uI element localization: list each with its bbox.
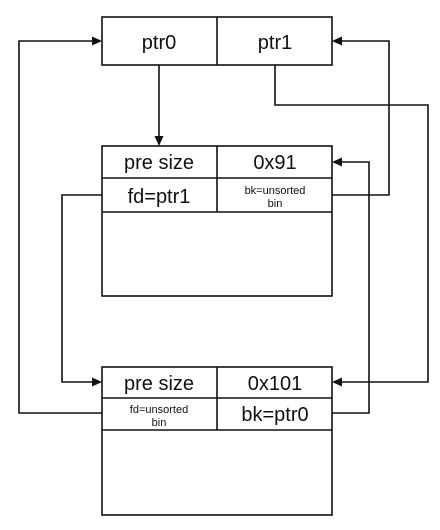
chunk-b-fd-line2: bin bbox=[152, 417, 167, 429]
arrow-chunk-b-bk-to-chunk-a bbox=[332, 157, 370, 414]
arrow-chunk-a-fd-line bbox=[61, 194, 102, 383]
arrow-ptr0-to-chunk-a bbox=[154, 65, 164, 146]
arrow-chunk-b-fd-to-ptr0 bbox=[18, 36, 102, 414]
arrow-chunk-b-fd-line bbox=[18, 40, 102, 414]
chunk-b-size: 0x101 bbox=[248, 373, 303, 395]
chunk-a-prev-size: pre size bbox=[124, 152, 194, 174]
chunk-b: pre size 0x101 fd=unsorted bin bk=ptr0 bbox=[101, 366, 333, 516]
arrow-chunk-a-bk-to-ptr1 bbox=[332, 36, 390, 196]
arrow-chunk-b-fd-head bbox=[92, 36, 102, 46]
arrow-chunk-b-bk-head bbox=[332, 157, 342, 167]
chunk-a: pre size 0x91 fd=ptr1 bk=unsorted bin bbox=[101, 145, 333, 297]
chunk-b-fd-line1: fd=unsorted bbox=[130, 404, 188, 416]
chunk-a-bk-line1: bk=unsorted bbox=[245, 185, 306, 197]
arrow-ptr1-line bbox=[274, 65, 429, 383]
arrow-ptr0-head bbox=[154, 136, 164, 146]
arrow-chunk-a-fd-head bbox=[92, 377, 102, 387]
arrow-ptr1-to-chunk-b bbox=[274, 65, 429, 387]
ptr1-label: ptr1 bbox=[258, 32, 292, 54]
pointer-array: ptr0 ptr1 bbox=[101, 16, 333, 66]
arrow-ptr1-head bbox=[332, 377, 342, 387]
arrow-chunk-b-bk-line bbox=[332, 161, 370, 414]
chunk-a-bk-line2: bin bbox=[268, 198, 283, 210]
chunk-b-bk: bk=ptr0 bbox=[241, 404, 308, 426]
arrow-chunk-a-fd-to-chunk-b bbox=[61, 194, 102, 387]
chunk-a-size: 0x91 bbox=[253, 152, 296, 174]
ptr0-label: ptr0 bbox=[142, 32, 176, 54]
chunk-b-prev-size: pre size bbox=[124, 373, 194, 395]
chunk-a-fd: fd=ptr1 bbox=[128, 186, 191, 208]
arrow-chunk-a-bk-head bbox=[332, 36, 342, 46]
arrow-chunk-a-bk-line bbox=[332, 40, 390, 196]
